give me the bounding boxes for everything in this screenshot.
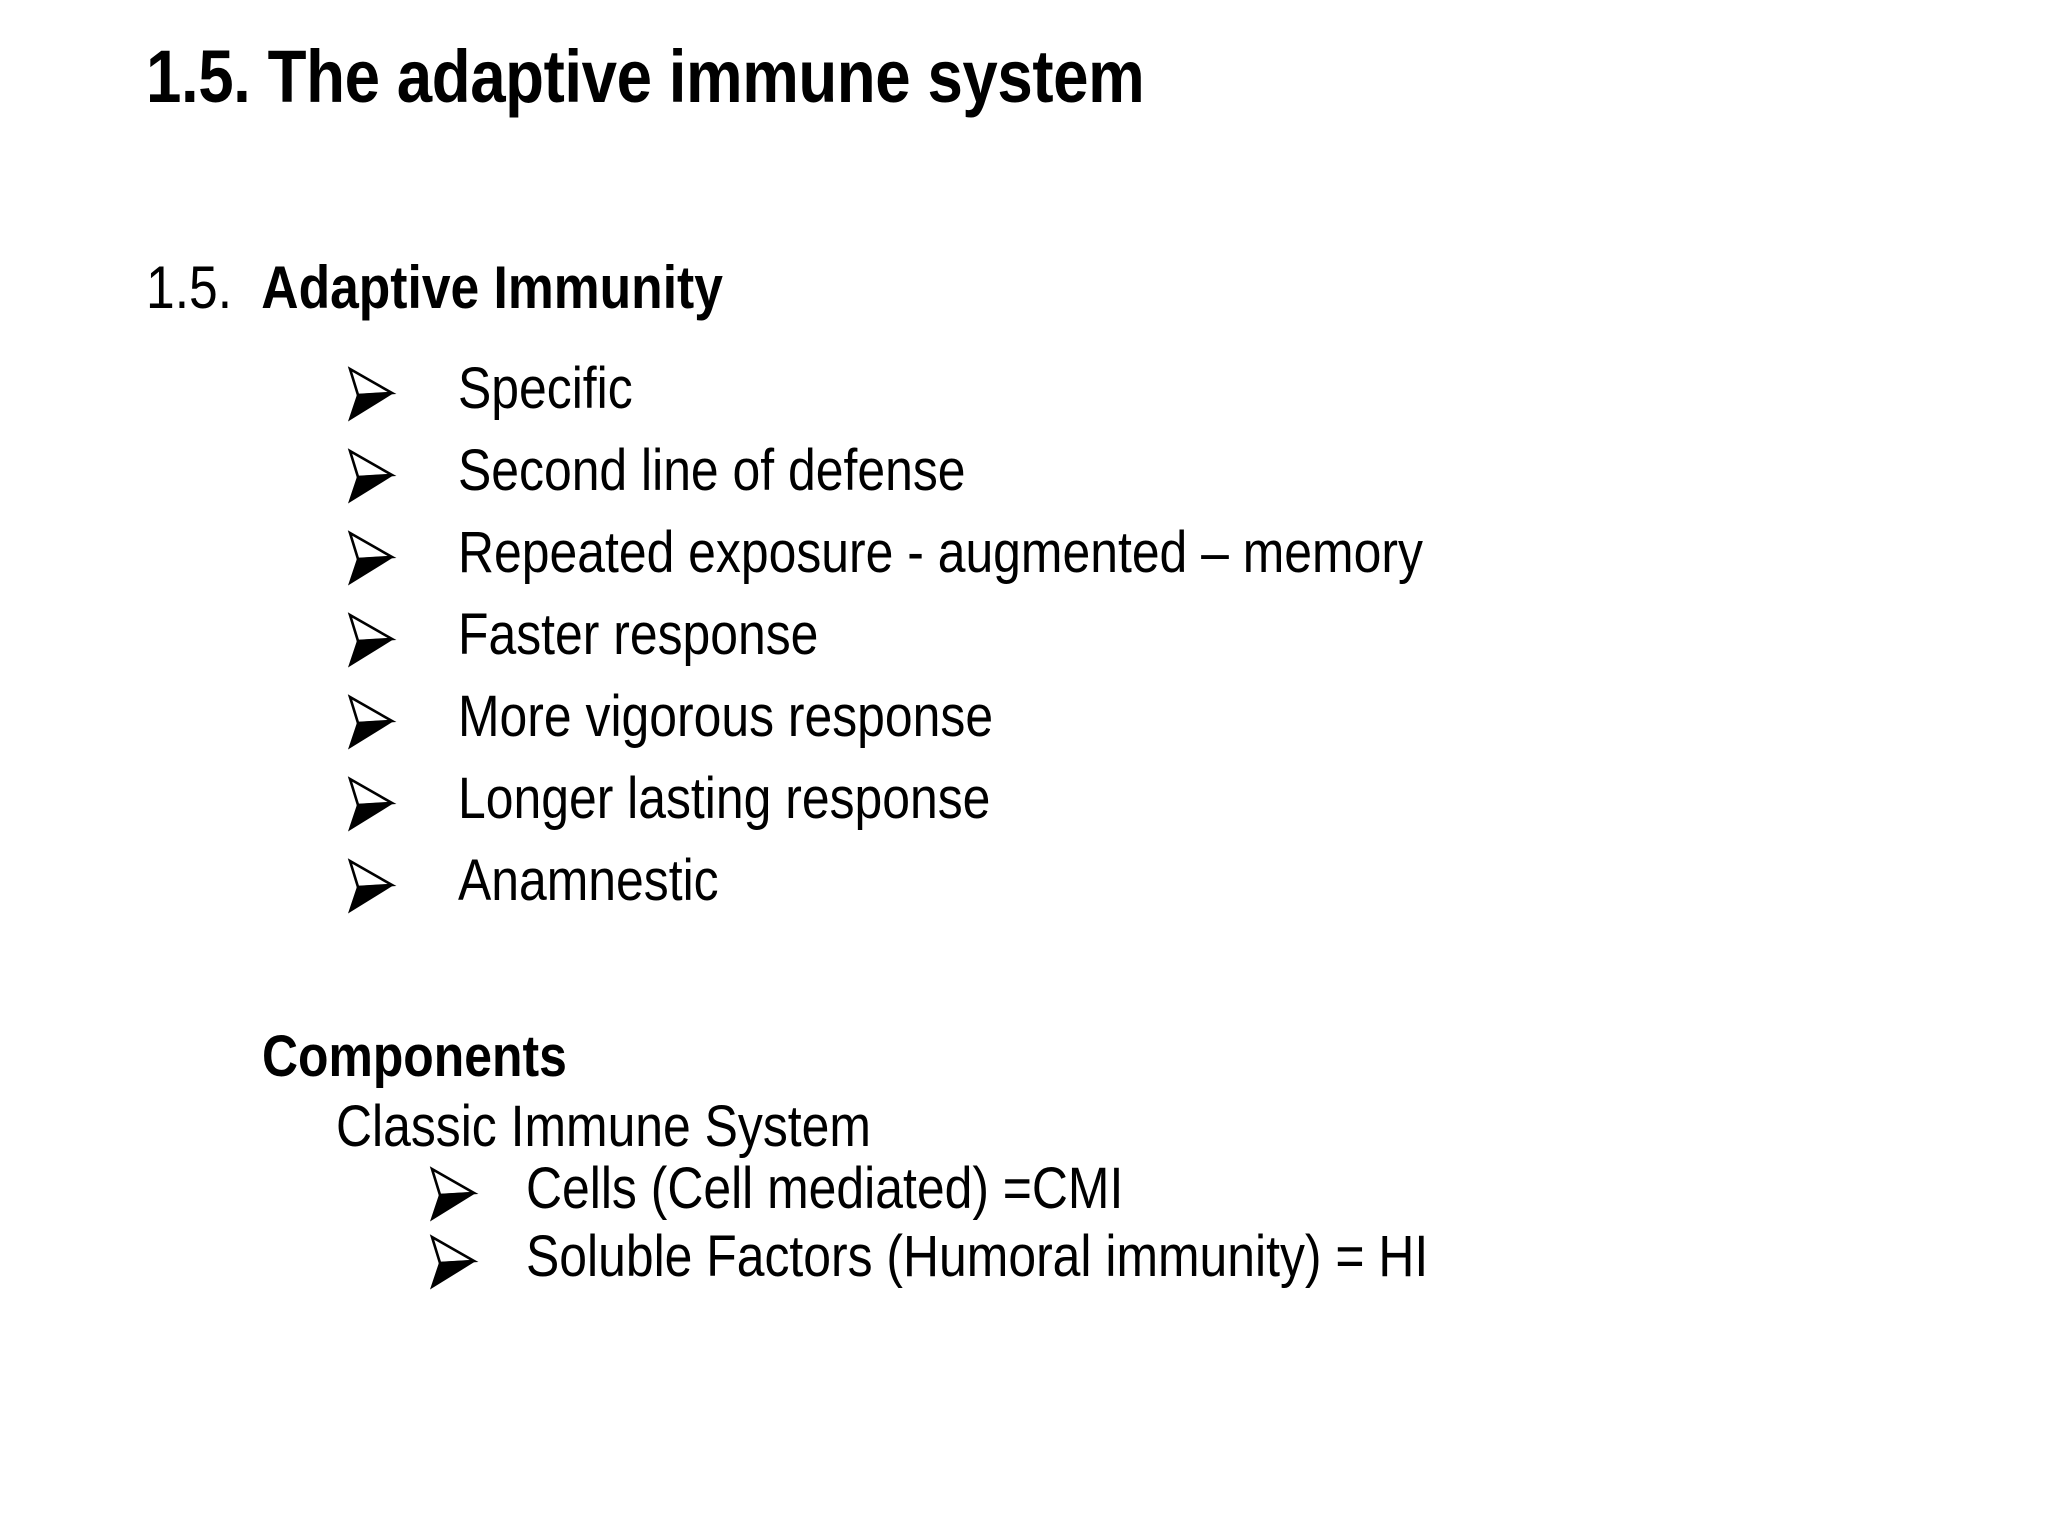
list-item: More vigorous response xyxy=(347,684,1080,750)
list-item-label: Soluble Factors (Humoral immunity) = HI xyxy=(526,1224,1429,1289)
list-item: Specific xyxy=(347,356,661,422)
arrow-bullet-icon xyxy=(347,530,397,586)
list-item: Second line of defense xyxy=(347,438,1048,504)
section-number: 1.5. xyxy=(146,254,233,321)
arrow-bullet-icon xyxy=(347,776,397,832)
arrow-bullet-icon xyxy=(347,612,397,668)
components-subheading: Classic Immune System xyxy=(336,1094,871,1159)
components-heading: Components xyxy=(262,1024,567,1089)
arrow-bullet-icon xyxy=(347,694,397,750)
list-item: Longer lasting response xyxy=(347,766,1077,832)
list-item-label: Anamnestic xyxy=(458,848,719,913)
list-item-label: Faster response xyxy=(458,602,819,667)
arrow-bullet-icon xyxy=(429,1166,479,1222)
section-heading-text: Adaptive Immunity xyxy=(261,254,723,321)
arrow-bullet-icon xyxy=(347,448,397,504)
list-item-label: Second line of defense xyxy=(458,438,966,503)
list-item: Repeated exposure - augmented – memory xyxy=(347,520,1580,586)
list-item-label: Longer lasting response xyxy=(458,766,991,831)
list-item-label: Repeated exposure - augmented – memory xyxy=(458,520,1423,585)
list-item: Soluble Factors (Humoral immunity) = HI xyxy=(429,1224,1575,1290)
list-item: Cells (Cell mediated) =CMI xyxy=(429,1156,1221,1222)
list-item-label: Cells (Cell mediated) =CMI xyxy=(526,1156,1124,1221)
list-item-label: Specific xyxy=(458,356,633,421)
arrow-bullet-icon xyxy=(347,858,397,914)
arrow-bullet-icon xyxy=(347,366,397,422)
list-item: Faster response xyxy=(347,602,877,668)
list-item-label: More vigorous response xyxy=(458,684,994,749)
section-heading: 1.5.Adaptive Immunity xyxy=(146,258,723,318)
list-item: Anamnestic xyxy=(347,848,761,914)
arrow-bullet-icon xyxy=(429,1234,479,1290)
slide-title: 1.5. The adaptive immune system xyxy=(146,35,1145,118)
